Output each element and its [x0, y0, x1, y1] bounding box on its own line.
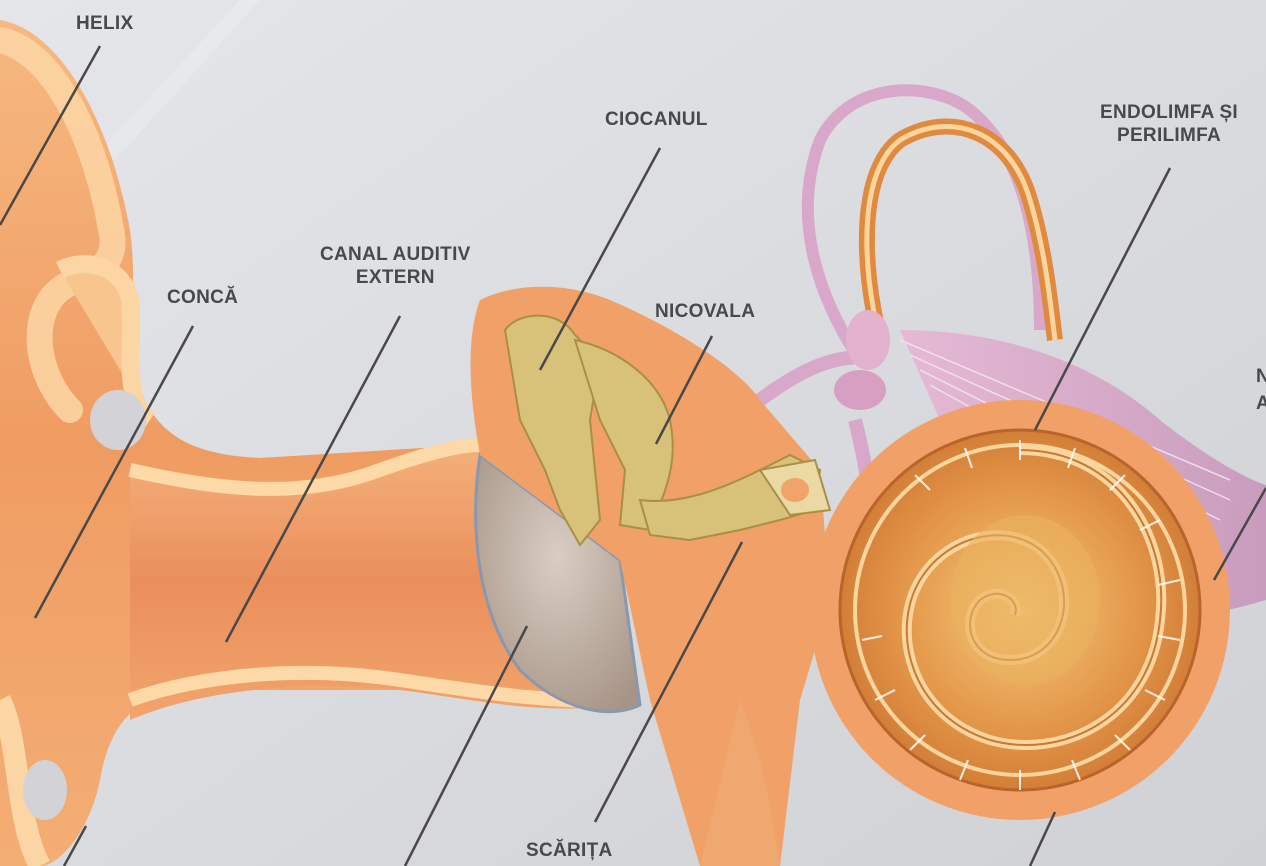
- cochlea-leader: [1028, 811, 1057, 866]
- semicircular-canals-shape: [755, 84, 1063, 406]
- leader-lines: [0, 45, 1266, 866]
- helix-leader: [0, 45, 102, 226]
- endolimfa-leader: [1033, 167, 1172, 431]
- lobe-leader: [62, 825, 88, 866]
- label-canal-line2: EXTERN: [355, 267, 435, 288]
- label-conca: CONCĂ: [167, 287, 239, 308]
- label-partial-right-2: A: [1256, 393, 1266, 414]
- ossicles-shape: [503, 314, 832, 547]
- nerve-leader: [1212, 487, 1266, 581]
- conca-leader: [33, 325, 195, 619]
- scarita-leader: [593, 541, 744, 823]
- label-canal-line1: CANAL AUDITIV: [320, 244, 471, 265]
- label-endolimfa-line2: PERILIMFA: [1116, 125, 1222, 146]
- label-canal-auditiv: CANAL AUDITIV EXTERN: [320, 243, 471, 289]
- label-ciocanul: CIOCANUL: [605, 109, 708, 130]
- label-scarita: SCĂRIȚA: [526, 840, 613, 861]
- nicovala-leader: [654, 335, 714, 445]
- cochlea-shape: [810, 400, 1230, 820]
- label-endolimfa: ENDOLIMFA ȘI PERILIMFA: [1100, 101, 1238, 147]
- label-nicovala: NICOVALA: [655, 301, 756, 322]
- label-helix: HELIX: [76, 13, 134, 34]
- eardrum-leader: [403, 625, 529, 866]
- canal-leader: [224, 315, 402, 643]
- ciocanul-leader: [538, 147, 662, 371]
- label-partial-right-1: N: [1256, 366, 1266, 387]
- label-endolimfa-line1: ENDOLIMFA ȘI: [1100, 102, 1239, 123]
